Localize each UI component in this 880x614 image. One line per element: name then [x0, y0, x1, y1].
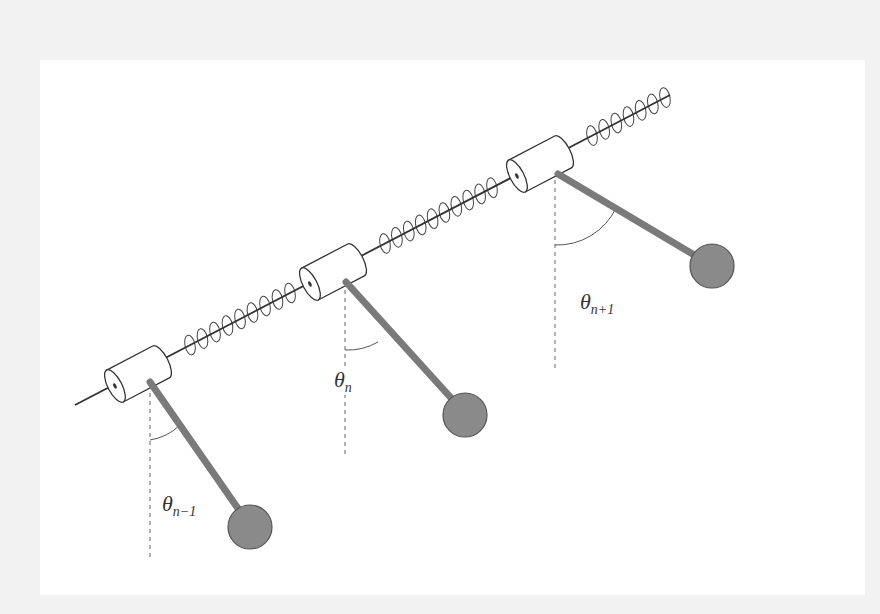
sleeve-cylinder — [100, 343, 175, 405]
angle-label: θn+1 — [578, 290, 616, 317]
angle-arc — [150, 425, 180, 440]
rod — [75, 95, 670, 405]
vertical-reference — [150, 385, 151, 560]
pendulum-bob — [690, 244, 734, 288]
pendulum-rod — [346, 282, 462, 410]
pendulum-rod — [150, 382, 246, 520]
pendulum-bob — [228, 505, 272, 549]
angle-label: θn — [332, 368, 354, 395]
pendulum-bob — [443, 393, 487, 437]
vertical-reference — [555, 180, 556, 372]
angle-label: θn−1 — [160, 492, 198, 519]
pendulum-rod — [558, 174, 706, 262]
angle-arc — [345, 342, 378, 350]
angle-arc — [555, 208, 616, 245]
sleeve-cylinder — [502, 133, 577, 195]
